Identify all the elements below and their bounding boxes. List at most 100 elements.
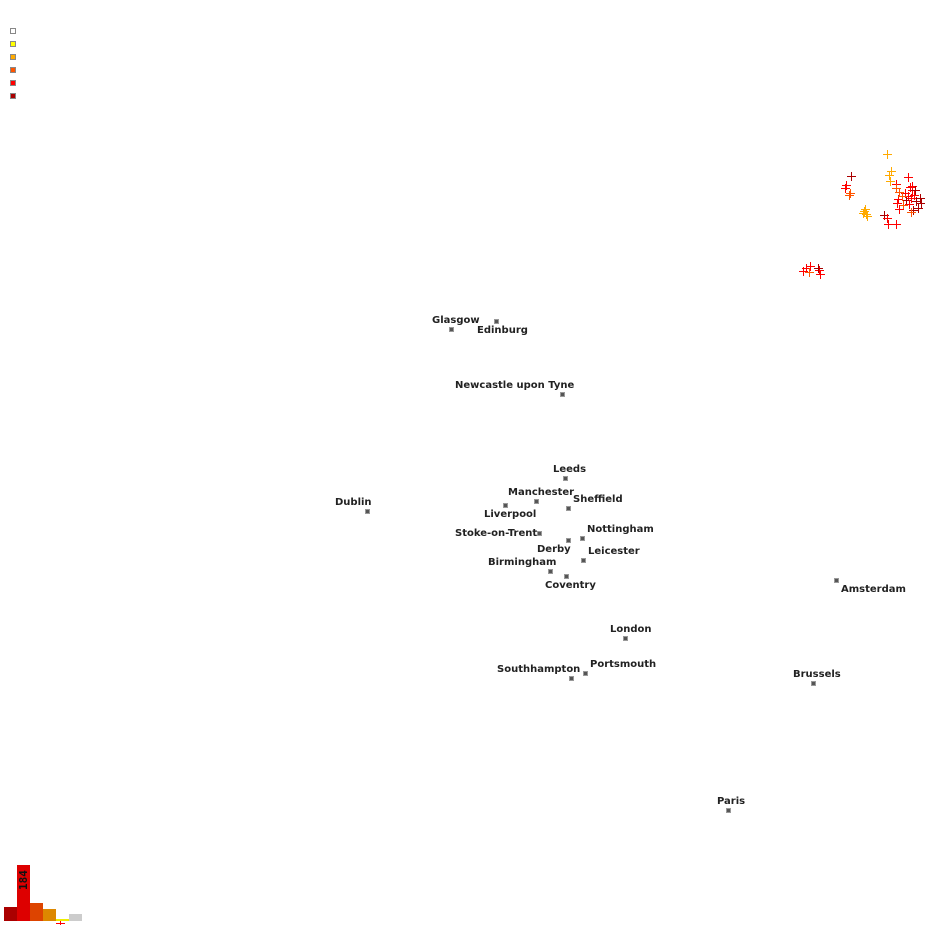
lightning-strike-icon — [885, 171, 894, 180]
lightning-strike-icon — [907, 194, 916, 203]
lightning-strike-icon — [815, 266, 824, 275]
city-marker — [449, 327, 454, 332]
legend-swatch — [10, 67, 16, 73]
city-label: Stoke-on-Trent — [455, 528, 538, 539]
lightning-strike-icon — [814, 264, 823, 273]
lightning-strike-icon — [799, 267, 808, 276]
lightning-strike-icon — [842, 181, 851, 190]
histogram-bar — [43, 909, 56, 921]
lightning-strike-icon — [909, 206, 918, 215]
lightning-strike-icon — [883, 214, 892, 223]
city-marker — [563, 476, 568, 481]
lightning-strike-icon — [899, 201, 908, 210]
city-marker — [566, 506, 571, 511]
lightning-strike-icon — [912, 197, 921, 206]
city-marker — [494, 319, 499, 324]
city-label: Portsmouth — [590, 659, 657, 670]
city-label: Amsterdam — [841, 584, 906, 595]
lightning-strike-icon — [880, 211, 889, 220]
lightning-strike-icon — [895, 188, 904, 197]
lightning-strike-icon — [805, 268, 814, 277]
city-marker — [581, 558, 586, 563]
city-label: Birmingham — [488, 557, 557, 568]
lightning-strike-icon — [862, 210, 871, 219]
lightning-strike-icon — [883, 150, 892, 159]
city-marker — [560, 392, 565, 397]
histogram-bar — [69, 914, 82, 921]
lightning-strike-icon — [841, 184, 850, 193]
lightning-strike-icon — [845, 191, 854, 200]
histogram-bar — [17, 865, 30, 921]
city-label: Nottingham — [587, 524, 654, 535]
city-label: Paris — [717, 796, 746, 807]
city-marker — [583, 671, 588, 676]
legend-swatch — [10, 80, 16, 86]
city-label: Liverpool — [484, 509, 537, 520]
lightning-strike-icon — [56, 919, 65, 925]
lightning-strike-icon — [847, 172, 856, 181]
lightning-strike-icon — [860, 207, 869, 216]
lightning-strike-icon — [887, 167, 896, 176]
city-label: Leicester — [588, 546, 640, 557]
city-marker — [503, 503, 508, 508]
lightning-strike-icon — [911, 186, 920, 195]
lightning-strike-icon — [904, 192, 913, 201]
city-marker — [811, 681, 816, 686]
lightning-strike-icon — [910, 191, 919, 200]
lightning-strike-icon — [902, 196, 911, 205]
city-marker — [726, 808, 731, 813]
city-label: London — [610, 624, 652, 635]
lightning-strike-icon — [916, 194, 925, 203]
lightning-strike-icon — [914, 204, 923, 213]
city-marker — [534, 499, 539, 504]
lightning-strike-icon — [892, 184, 901, 193]
lightning-strike-icon — [895, 205, 904, 214]
lightning-strike-icon — [905, 200, 914, 209]
lightning-strike-icon — [906, 183, 915, 192]
city-label: Leeds — [553, 464, 587, 475]
city-label: Brussels — [793, 669, 841, 680]
city-label: Edinburg — [477, 325, 528, 336]
lightning-strike-icon — [904, 173, 913, 182]
lightning-strike-icon — [886, 177, 895, 186]
city-label: Coventry — [545, 580, 596, 591]
lightning-strike-icon — [816, 270, 825, 279]
city-marker — [566, 538, 571, 543]
city-marker — [365, 509, 370, 514]
city-marker — [564, 574, 569, 579]
lightning-strike-icon — [859, 209, 868, 218]
city-marker — [548, 569, 553, 574]
lightning-strike-icon — [861, 205, 870, 214]
city-label: Sheffield — [573, 494, 623, 505]
city-marker — [623, 636, 628, 641]
legend-swatch — [10, 93, 16, 99]
lightning-strike-icon — [884, 220, 893, 229]
legend-swatch — [10, 28, 16, 34]
city-marker — [569, 676, 574, 681]
city-label: Southhampton — [497, 664, 581, 675]
city-label: Derby — [537, 544, 571, 555]
lightning-strike-icon — [863, 212, 872, 221]
lightning-strike-icon — [806, 262, 815, 271]
lightning-strike-icon — [893, 199, 902, 208]
lightning-strike-icon — [917, 199, 925, 208]
city-marker — [580, 536, 585, 541]
lightning-strike-icon — [894, 195, 903, 204]
city-label: Newcastle upon Tyne — [455, 380, 575, 391]
histogram-bar — [56, 919, 69, 921]
city-marker — [834, 578, 839, 583]
lightning-strike-icon — [802, 264, 811, 273]
histogram-bar — [4, 907, 17, 921]
legend-swatch — [10, 54, 16, 60]
lightning-strike-icon — [901, 189, 910, 198]
city-label: Dublin — [335, 497, 372, 508]
lightning-strike-icon — [898, 192, 907, 201]
lightning-strike-icon — [892, 220, 901, 229]
lightning-strike-icon — [908, 182, 917, 191]
histogram-max-label: 184 — [17, 870, 30, 890]
legend-swatch — [10, 41, 16, 47]
lightning-strike-icon — [846, 189, 855, 198]
city-marker — [537, 531, 542, 536]
city-label: Manchester — [508, 487, 575, 498]
